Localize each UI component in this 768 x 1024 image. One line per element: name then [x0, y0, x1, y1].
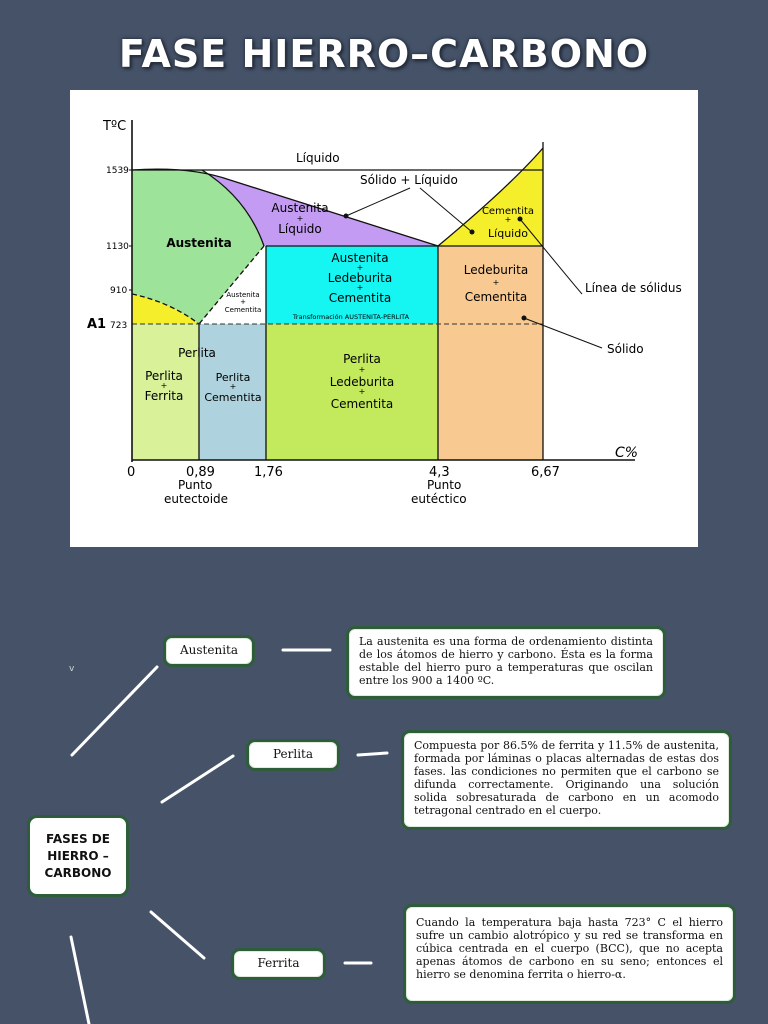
tick-43: 4,3: [429, 465, 450, 480]
label-perl-led-cem-5: Cementita: [331, 397, 394, 411]
tick-667: 6,67: [531, 465, 560, 480]
region-austenita-ledeburita-cementita: [266, 246, 438, 324]
plus-sign: +: [297, 214, 304, 223]
region-ferrita-yellow: [132, 294, 199, 324]
label-aus-led-cem-3: Ledeburita: [328, 271, 392, 285]
plus-sign: +: [230, 382, 237, 391]
root-line-3: CARBONO: [44, 865, 112, 880]
phase-diagram-svg: TºC C% 1539 1130 910 A1 723 0 0,89 1,76 …: [87, 119, 682, 506]
region-perlita-ferrita: [132, 324, 199, 460]
plus-sign: +: [359, 365, 366, 374]
y-axis-label: TºC: [102, 119, 126, 134]
page-title: FASE HIERRO–CARBONO: [118, 32, 650, 76]
label-led-cem-3: Cementita: [465, 290, 528, 304]
label-perl-led-cem-3: Ledeburita: [330, 375, 394, 389]
label-transformacion: Transformación AUSTENITA-PERLITA: [292, 313, 410, 321]
eutectoid-label-1: Punto: [178, 478, 212, 492]
plus-sign: +: [493, 278, 500, 287]
eutectic-label-1: Punto: [427, 478, 461, 492]
label-austenita-liquido-1: Austenita: [271, 201, 328, 215]
temp-910: 910: [110, 286, 127, 296]
plus-sign: +: [357, 263, 364, 272]
region-austenita-liquido: [132, 169, 438, 246]
region-perlita-cementita: [199, 324, 266, 460]
plus-sign: +: [161, 381, 168, 390]
label-austenita-liquido-3: Líquido: [278, 222, 322, 236]
label-aus-cem-3: Cementita: [225, 306, 261, 314]
root-line-1: FASES DE: [46, 831, 110, 846]
tick-0: 0: [127, 465, 135, 480]
desc-perlita: Compuesta por 86.5% de ferrita y 11.5% d…: [401, 730, 732, 830]
temp-1539: 1539: [106, 166, 129, 176]
plus-sign: +: [240, 298, 246, 306]
stray-mark: v: [69, 664, 75, 674]
label-perlita-top: Perlita: [178, 346, 216, 360]
label-perl-ferr-1: Perlita: [145, 369, 183, 383]
label-aus-led-cem-1: Austenita: [331, 251, 388, 265]
desc-austenita: La austenita es una forma de ordenamient…: [346, 626, 666, 699]
label-solido: Sólido: [607, 342, 644, 356]
label-linea-solidus: Línea de sólidus: [585, 281, 682, 295]
eutectic-label-2: eutéctico: [411, 492, 467, 506]
node-ferrita[interactable]: Ferrita: [231, 948, 326, 980]
callout-dots: [343, 213, 527, 321]
node-perlita[interactable]: Perlita: [246, 739, 340, 771]
temp-723: 723: [110, 321, 127, 331]
label-cem-liq-1: Cementita: [482, 206, 534, 217]
label-perl-ferr-3: Ferrita: [145, 389, 184, 403]
label-aus-cem-1: Austenita: [226, 291, 259, 299]
label-perl-cem-3: Cementita: [204, 391, 261, 404]
plus-sign: +: [359, 387, 366, 396]
eutectoid-label-2: eutectoide: [164, 492, 228, 506]
node-austenita[interactable]: Austenita: [163, 635, 255, 667]
tick-176: 1,76: [254, 465, 283, 480]
desc-ferrita: Cuando la temperatura baja hasta 723° C …: [403, 904, 736, 1004]
root-line-2: HIERRO –: [47, 848, 109, 863]
label-solido-liquido: Sólido + Líquido: [360, 173, 458, 187]
label-cem-liq-3: Líquido: [488, 227, 528, 240]
region-cementita-liquido: [438, 148, 543, 246]
callout-lines: [345, 187, 603, 349]
plus-sign: +: [505, 215, 512, 224]
temp-1130: 1130: [106, 242, 129, 252]
iron-carbon-phase-diagram: TºC C% 1539 1130 910 A1 723 0 0,89 1,76 …: [70, 90, 698, 547]
label-led-cem-1: Ledeburita: [464, 263, 528, 277]
region-perlita-ledeburita-cementita: [266, 324, 438, 460]
phase-boundaries: [131, 142, 544, 460]
label-perl-led-cem-1: Perlita: [343, 352, 381, 366]
x-axis-label: C%: [615, 445, 638, 461]
a1-label: A1: [87, 317, 106, 332]
plus-sign: +: [357, 283, 364, 292]
tick-089: 0,89: [186, 465, 215, 480]
region-ledeburita-cementita: [438, 246, 543, 460]
label-aus-led-cem-5: Cementita: [329, 291, 392, 305]
label-austenita: Austenita: [166, 236, 231, 250]
label-perl-cem-1: Perlita: [216, 371, 251, 384]
mindmap-root[interactable]: FASES DE HIERRO – CARBONO: [27, 815, 129, 897]
label-liquido: Líquido: [296, 151, 340, 165]
